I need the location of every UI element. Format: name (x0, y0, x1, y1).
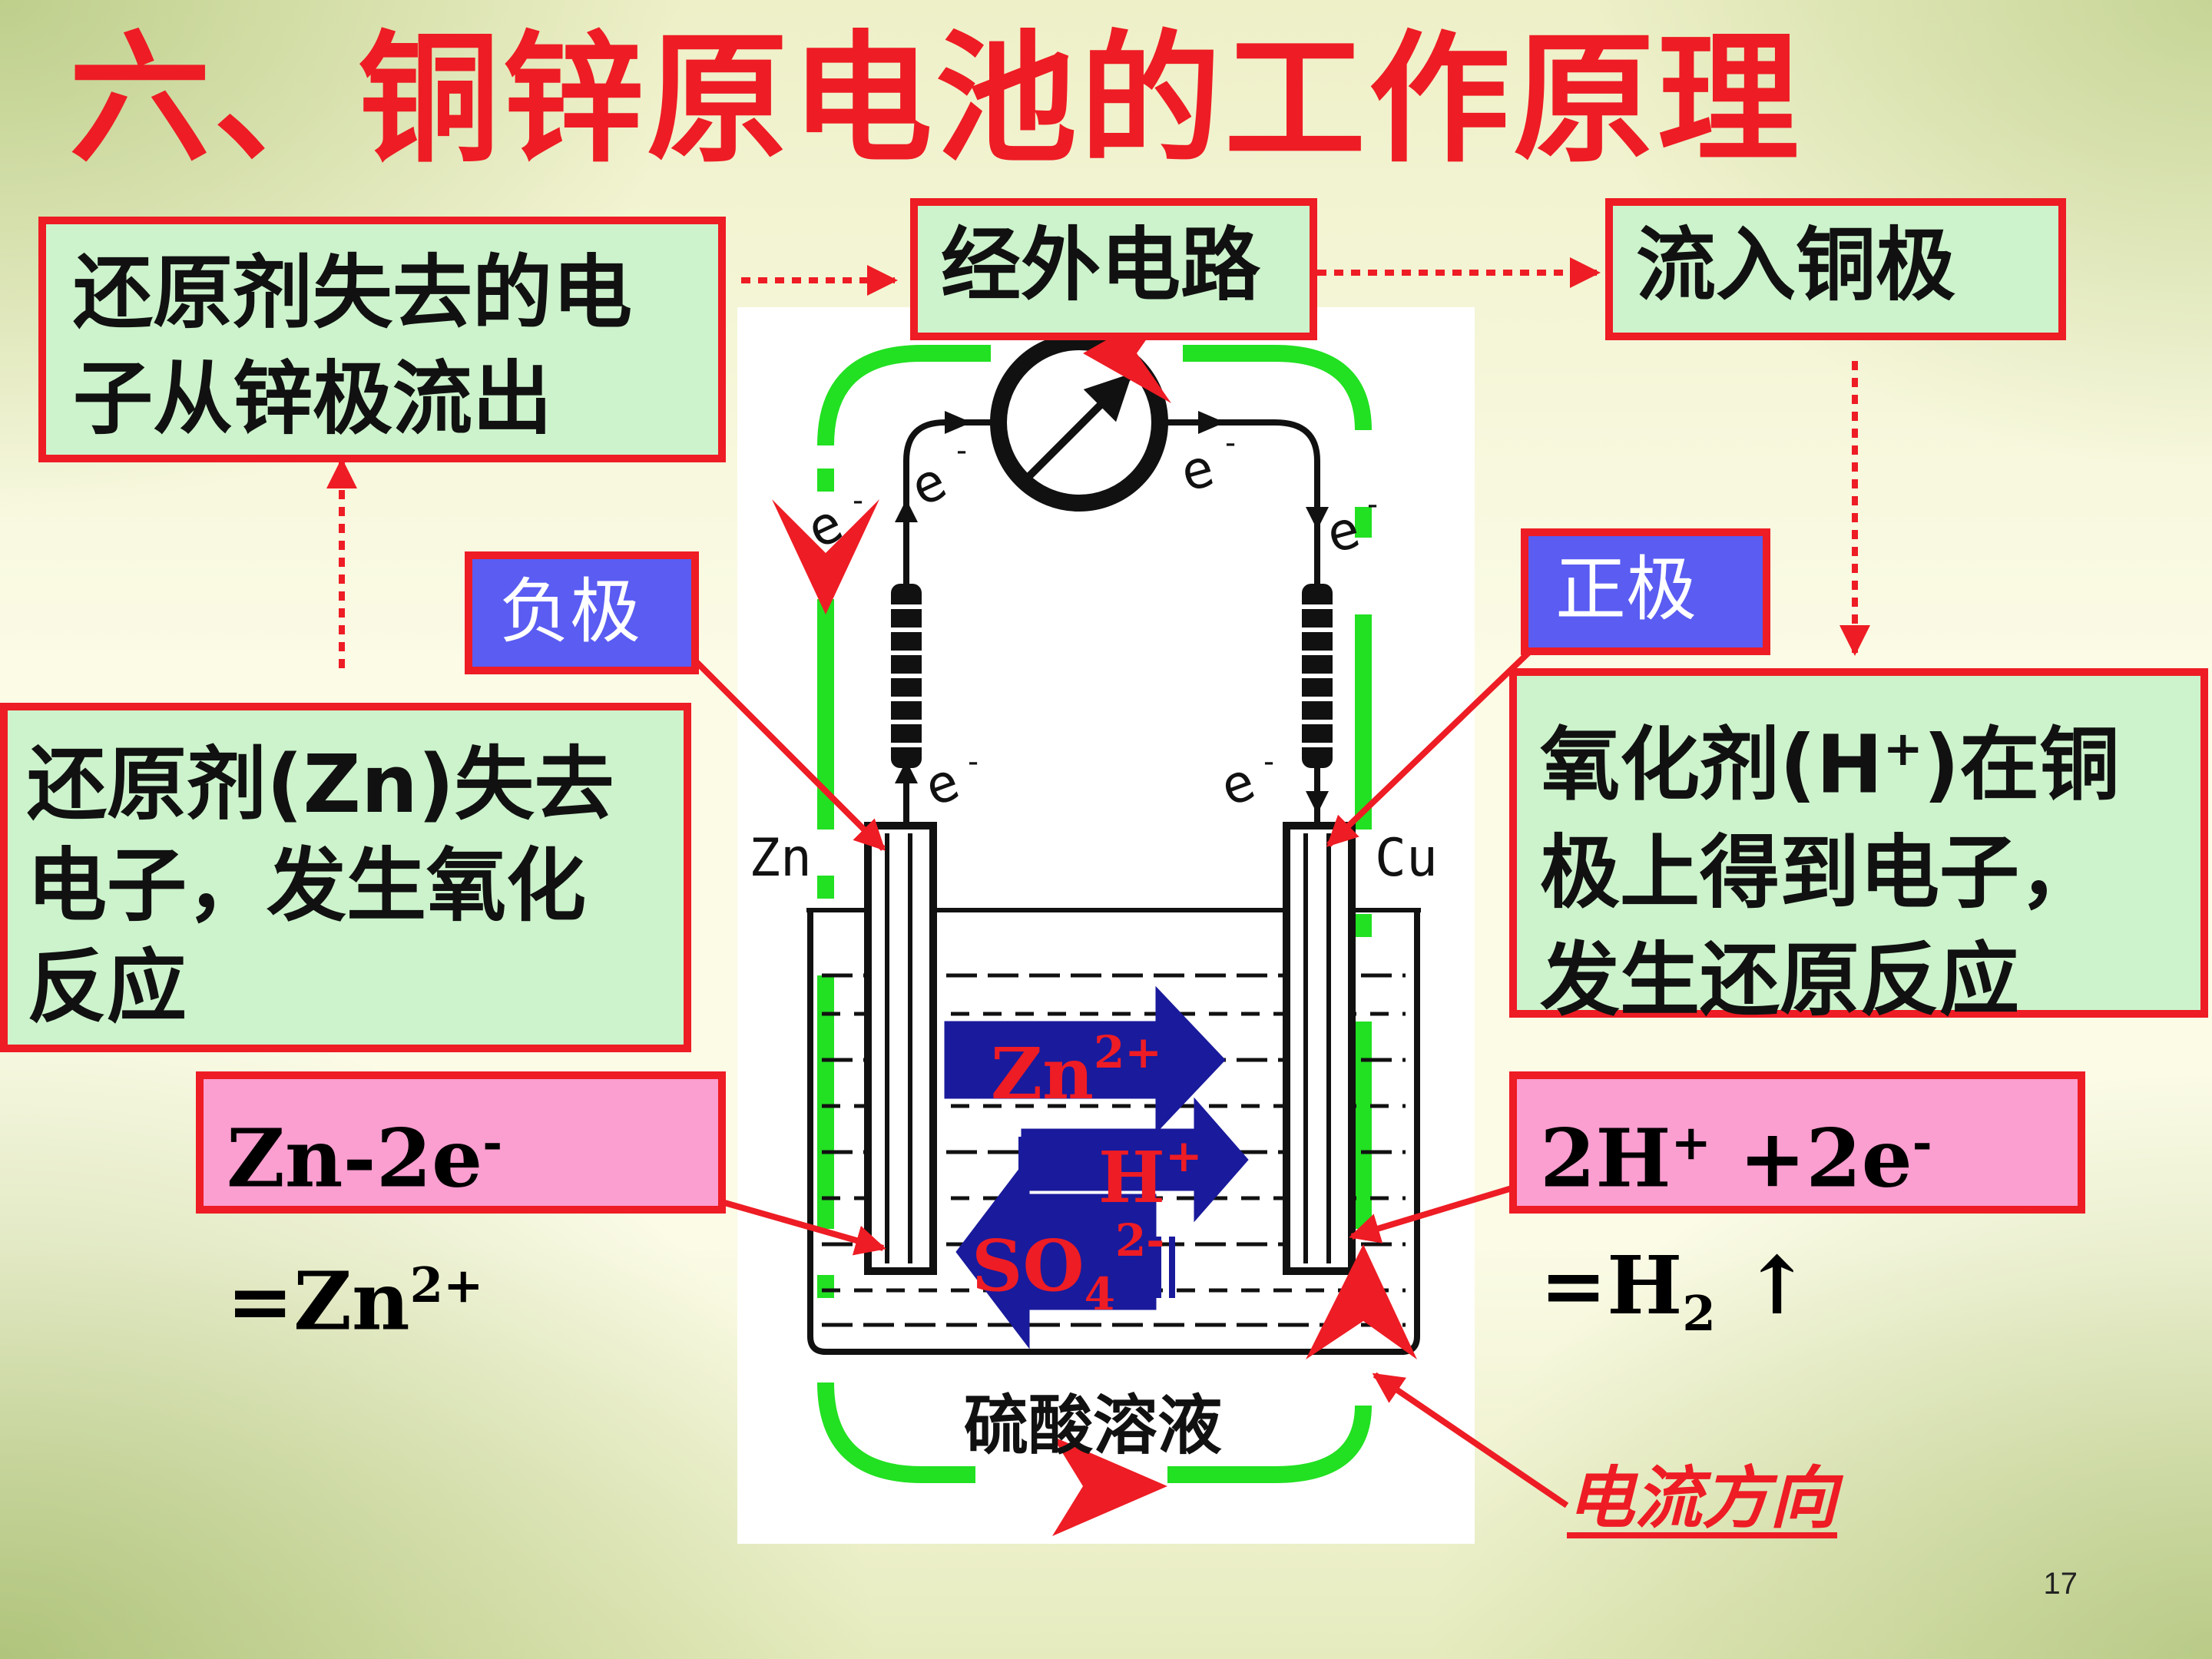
positive-electrode-label: 正极 (1521, 528, 1770, 655)
cu-label: Cu (1375, 828, 1438, 889)
negative-electrode-label: 负极 (465, 551, 699, 674)
reduction-reaction-box: 氧化剂(H+)在铜 极上得到电子， 发生还原反应 (1509, 668, 2208, 1027)
hydrogen-ion-label: H+ (1098, 1130, 1203, 1219)
svg-text:-: - (849, 483, 867, 518)
oxidation-reaction-box: 还原剂(Zn)失去 电子，发生氧化 反应 (0, 703, 691, 1052)
cathode-equation-box: 2H+ +2e-=H2 ↑ (1509, 1071, 2085, 1341)
galvanometer (990, 333, 1168, 512)
svg-text:-: - (952, 433, 971, 469)
svg-text:-: - (1260, 744, 1278, 780)
sulfate-ion-label: SO42- (972, 1214, 1164, 1320)
zinc-electrode (864, 822, 937, 1275)
solution-label: 硫酸溶液 (964, 1387, 1222, 1463)
svg-text:-: - (1221, 426, 1240, 461)
pointer-lines (693, 651, 1569, 1508)
svg-text:-: - (964, 744, 982, 780)
beaker (807, 910, 1420, 1355)
svg-text:-: - (1363, 487, 1382, 522)
zn-label: Zn (749, 828, 812, 889)
flow-dotted-arrows (326, 257, 1870, 668)
electron-charge-labels: - - - - - - (849, 426, 1382, 780)
ion-labels: Zn2+ H+ SO42- (972, 1026, 1203, 1320)
page-number: 17 (2043, 1567, 2078, 1601)
zinc-ion-label: Zn2+ (991, 1026, 1162, 1115)
anode-equation-box: Zn-2e-=Zn2+ (196, 1071, 726, 1348)
wire-arrows (895, 411, 1329, 814)
copper-electrode (1283, 822, 1356, 1275)
coil-turns (891, 604, 1333, 747)
reductant-electron-box: 还原剂失去的电 子从锌极流出 (38, 217, 726, 462)
slide-title: 六、铜锌原电池的工作原理 (69, 18, 1803, 182)
current-direction-label: 电流方向 (1567, 1458, 1838, 1538)
external-circuit-box: 经外电路 (910, 198, 1317, 340)
flow-into-copper-box: 流入铜极 (1605, 198, 2066, 340)
ion-arrows (944, 985, 1249, 1349)
